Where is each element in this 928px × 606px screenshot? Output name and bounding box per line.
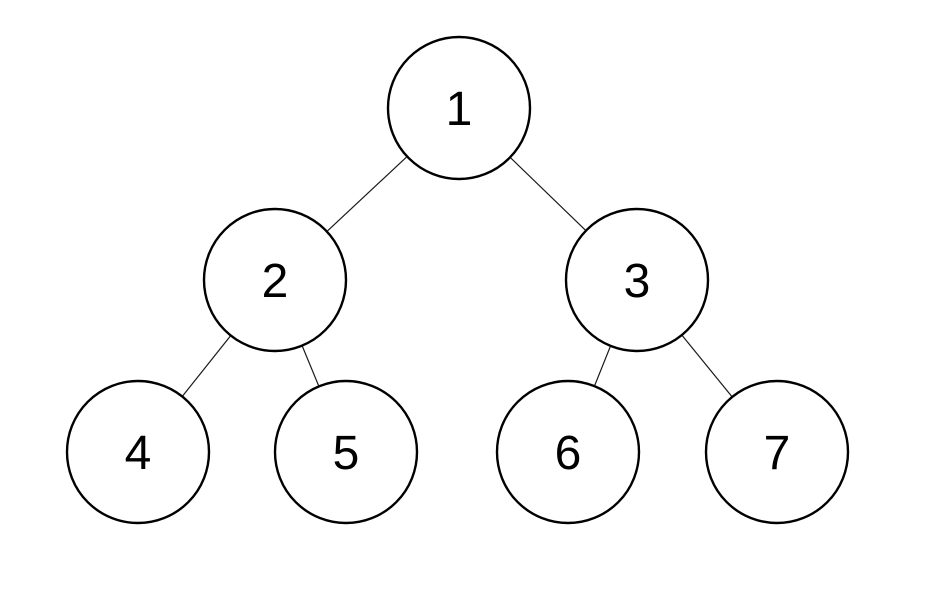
tree-node-5: 5 <box>273 379 419 525</box>
tree-node-label-4: 4 <box>125 427 152 480</box>
tree-node-label-2: 2 <box>262 255 289 308</box>
tree-node-6: 6 <box>495 379 641 525</box>
tree-node-circle-7 <box>704 379 850 525</box>
tree-node-4: 4 <box>65 379 211 525</box>
tree-node-1: 1 <box>386 35 532 181</box>
tree-node-3: 3 <box>564 207 710 353</box>
tree-node-label-5: 5 <box>333 427 360 480</box>
tree-node-label-1: 1 <box>446 83 473 136</box>
tree-nodes-layer: 1 2 3 4 5 6 7 <box>65 35 850 525</box>
tree-node-circle-3 <box>564 207 710 353</box>
tree-node-circle-6 <box>495 379 641 525</box>
tree-node-7: 7 <box>704 379 850 525</box>
tree-node-circle-4 <box>65 379 211 525</box>
tree-node-label-3: 3 <box>624 255 651 308</box>
tree-node-circle-2 <box>202 207 348 353</box>
tree-node-circle-5 <box>273 379 419 525</box>
tree-node-label-7: 7 <box>764 427 791 480</box>
tree-node-2: 2 <box>202 207 348 353</box>
tree-node-circle-1 <box>386 35 532 181</box>
tree-node-label-6: 6 <box>555 427 582 480</box>
